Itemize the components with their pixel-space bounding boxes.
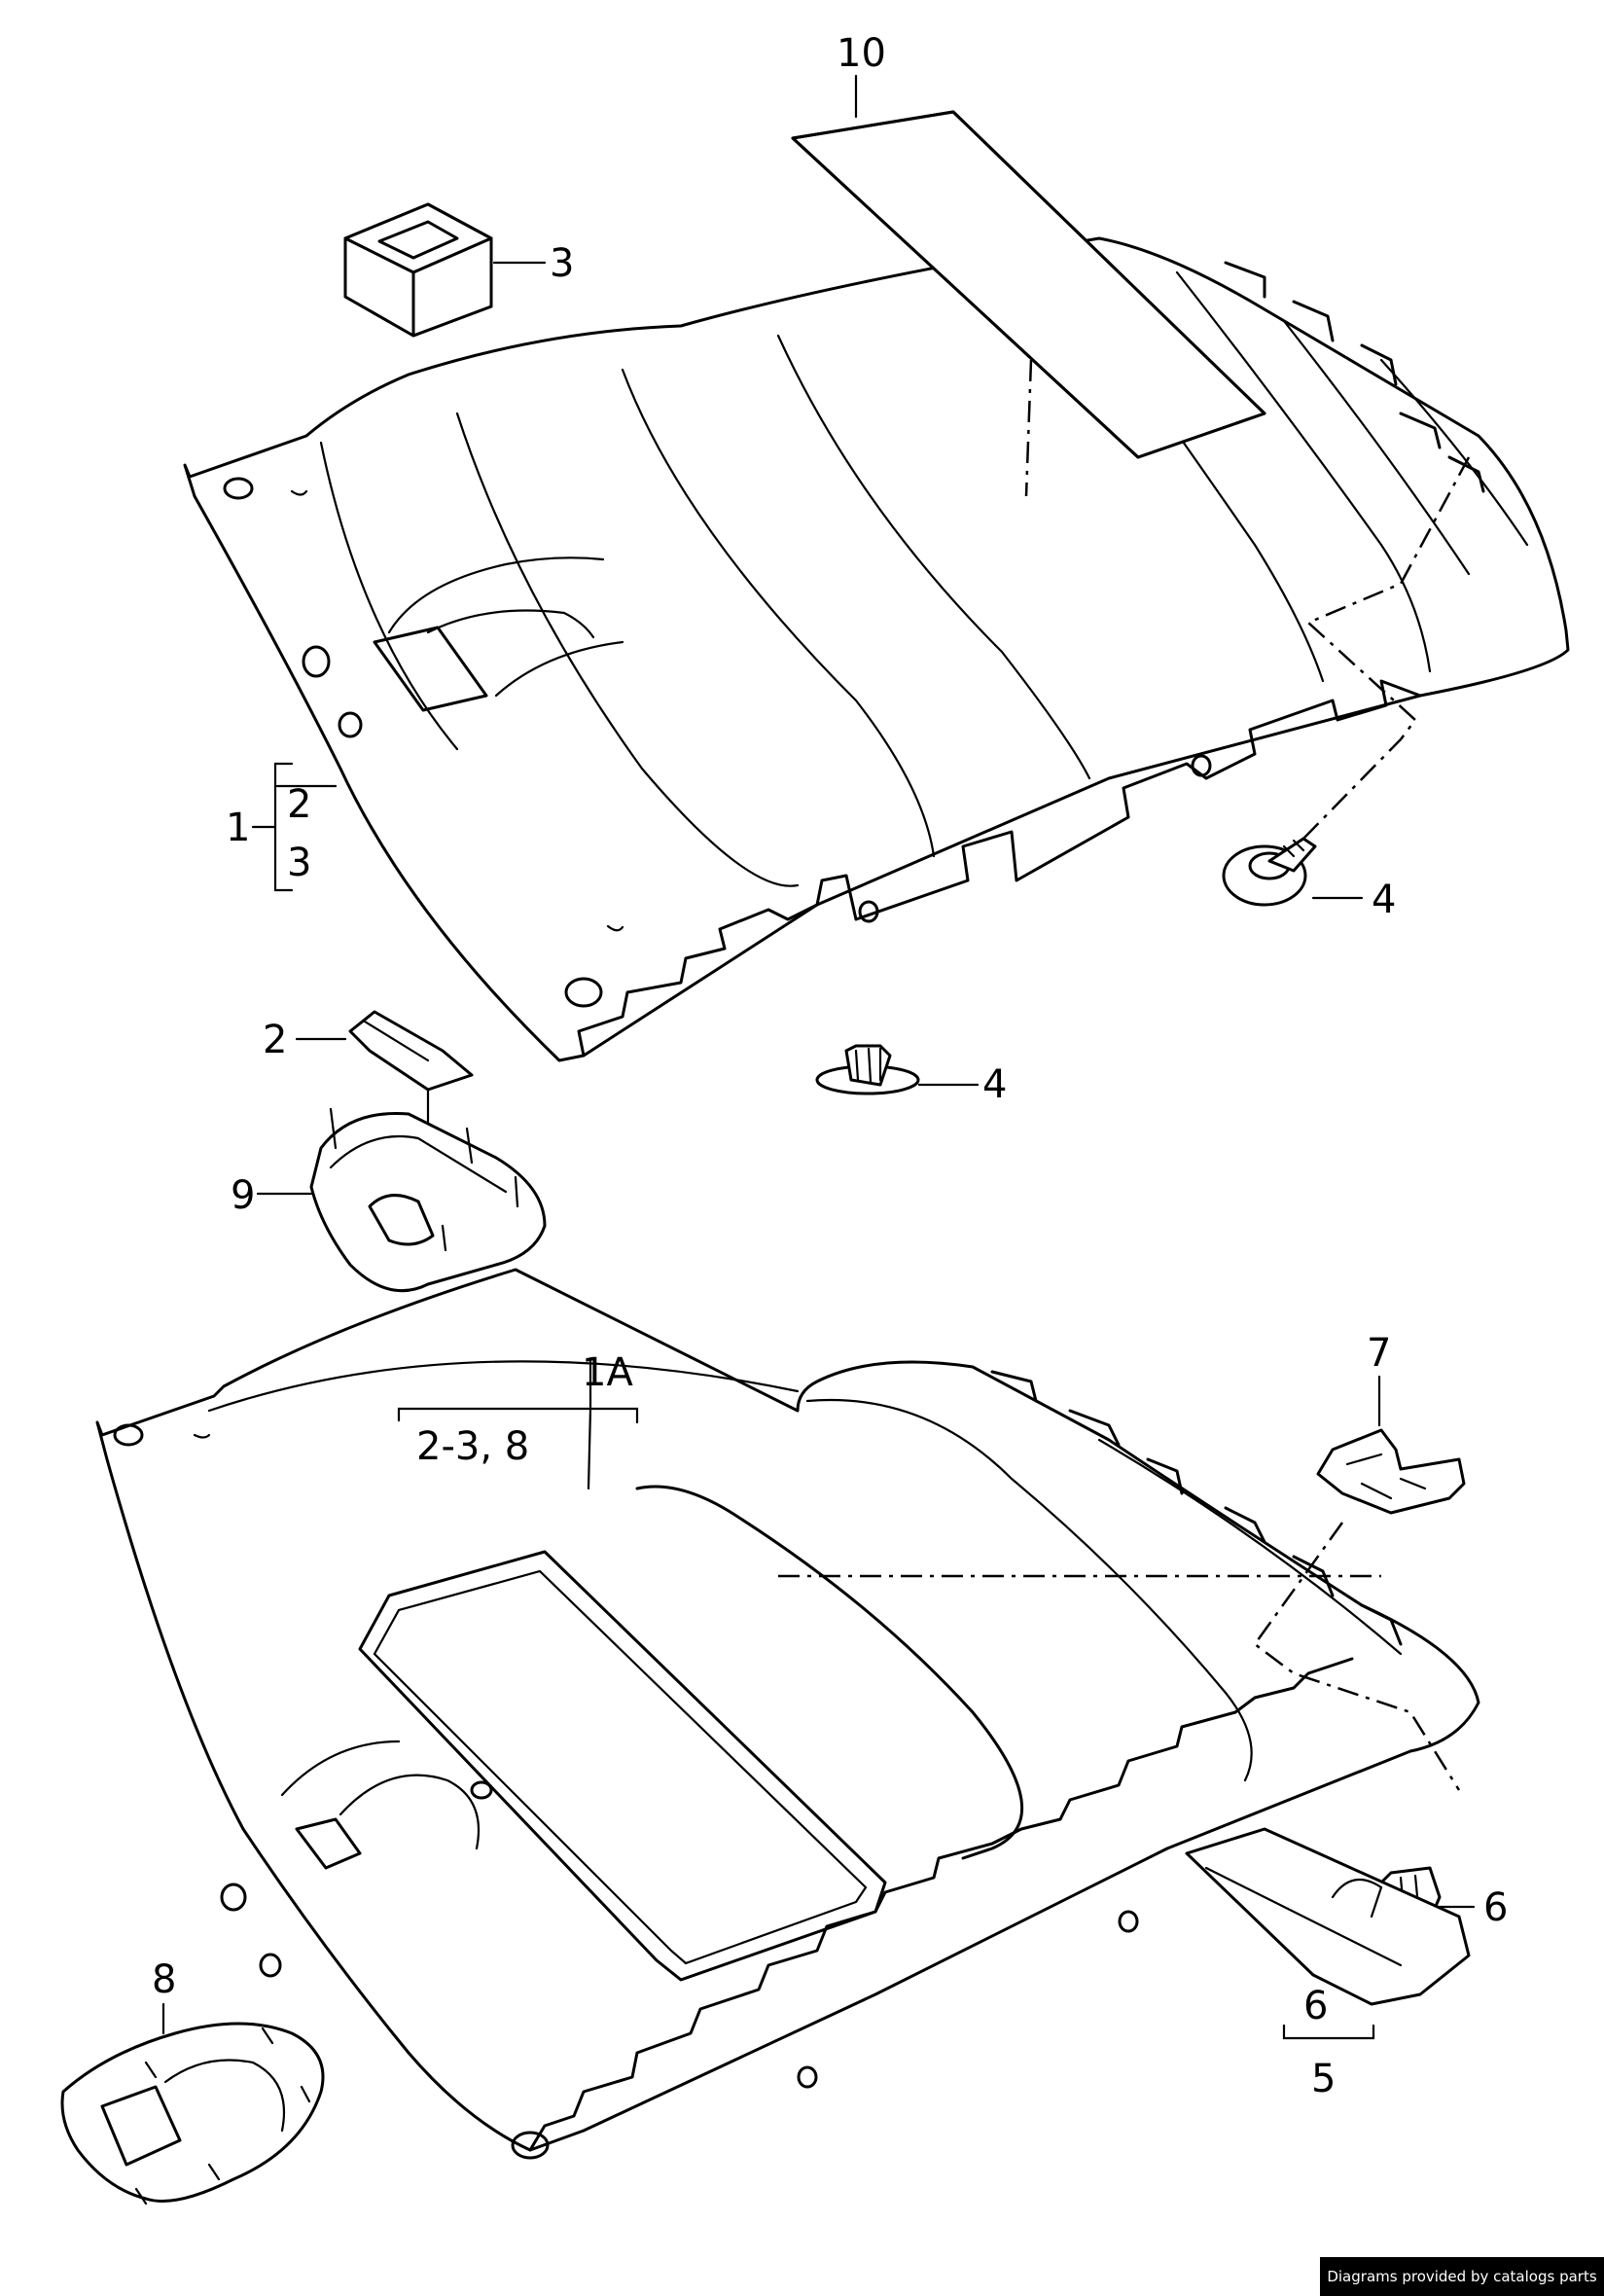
clip-4-center	[815, 1044, 920, 1095]
callout-4-right: 4	[1372, 878, 1396, 922]
callout-4-center: 4	[982, 1062, 1007, 1107]
callout-8: 8	[152, 1957, 176, 2002]
callout-1-sub-3: 3	[287, 841, 311, 885]
callout-6-strip: 6	[1303, 1984, 1328, 2028]
callout-9: 9	[231, 1173, 255, 1218]
headliner-lower	[95, 1268, 1480, 2160]
credit-banner: Diagrams provided by catalogs parts	[1320, 2257, 1604, 2296]
trim-strip-5	[1185, 1827, 1471, 2006]
callout-1A: 1A	[582, 1350, 633, 1395]
clip-4-right	[1222, 456, 1471, 907]
callout-6-clip: 6	[1483, 1885, 1508, 1930]
bracket-2	[348, 1010, 474, 1130]
callout-7: 7	[1367, 1331, 1391, 1376]
cover-8	[60, 2022, 325, 2206]
leader-lines	[161, 74, 1476, 2040]
cover-9	[309, 1107, 547, 1293]
insulation-pad-10	[791, 110, 1266, 497]
callout-1-sub-2: 2	[287, 782, 311, 827]
callout-1A-sub: 2-3, 8	[416, 1424, 529, 1469]
callout-10: 10	[837, 31, 886, 76]
headliner-upper	[183, 236, 1570, 1062]
callout-5: 5	[1311, 2057, 1336, 2101]
callout-3: 3	[550, 241, 574, 286]
callout-2: 2	[263, 1018, 287, 1062]
callout-1: 1	[226, 806, 250, 850]
foam-block-3	[343, 202, 493, 338]
bracket-7	[1253, 1428, 1466, 1791]
callouts: 10 3 1 2 3 4 4 2 9 1A 2-3, 8 7 6 8 6 5	[152, 31, 1508, 2101]
